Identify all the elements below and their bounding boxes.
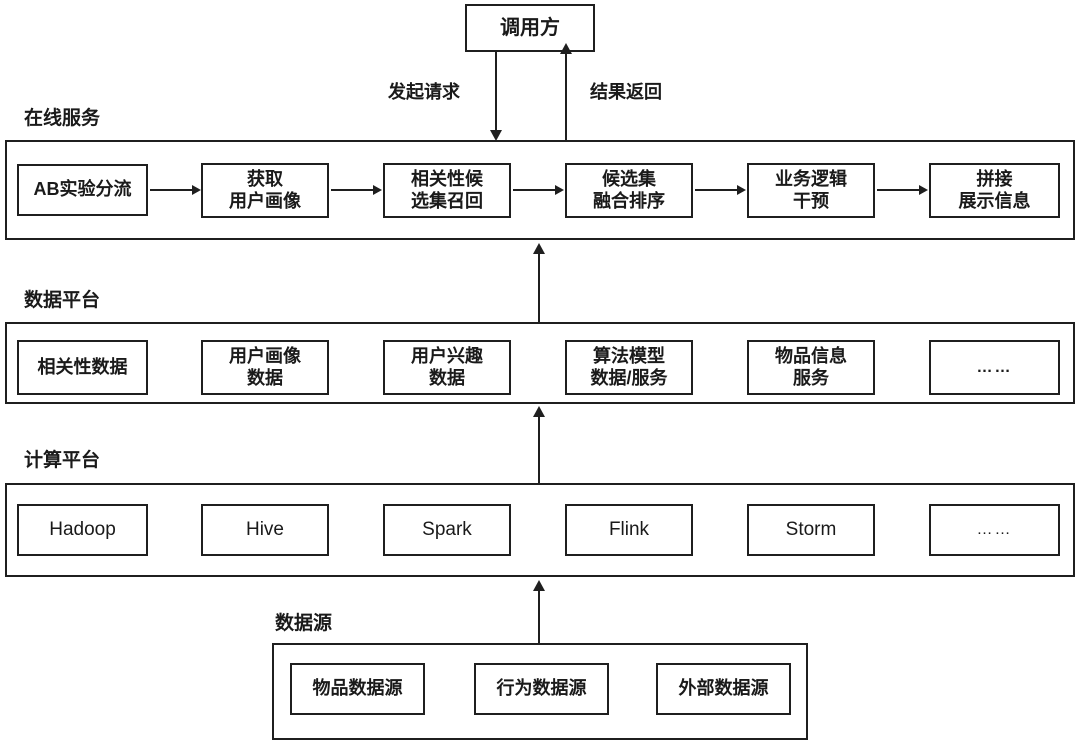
arrow-data-platform-to-online-service: [533, 243, 545, 322]
node-fetch-user-profile[interactable]: 获取 用户画像: [201, 163, 329, 218]
arrow-profile-to-recall: [331, 185, 382, 195]
node-external-data-source[interactable]: 外部数据源: [656, 663, 791, 715]
node-hive[interactable]: Hive: [201, 504, 329, 556]
node-item-data-source[interactable]: 物品数据源: [290, 663, 425, 715]
node-label-line-1: 获取: [247, 168, 283, 189]
node-business-logic-intervention[interactable]: 业务逻辑 干预: [747, 163, 875, 218]
node-hadoop[interactable]: Hadoop: [17, 504, 148, 556]
layer-data-platform: [5, 322, 1075, 404]
layer-label-compute-platform: 计算平台: [24, 450, 101, 471]
response-arrow-label: 结果返回: [590, 82, 662, 102]
node-flink[interactable]: Flink: [565, 504, 693, 556]
arrow-recall-to-fusion: [513, 185, 564, 195]
node-label: Hadoop: [49, 519, 116, 541]
node-user-profile-data[interactable]: 用户画像 数据: [201, 340, 329, 395]
node-label: 行为数据源: [496, 678, 587, 699]
node-label: Storm: [785, 519, 837, 541]
node-assemble-display-info[interactable]: 拼接 展示信息: [929, 163, 1060, 218]
node-algorithm-model-data-service[interactable]: 算法模型 数据/服务: [565, 340, 693, 395]
arrow-compute-platform-to-data-platform: [533, 406, 545, 483]
node-label-line-2: 展示信息: [958, 190, 1031, 211]
layer-label-data-platform: 数据平台: [24, 290, 101, 311]
node-label-line-2: 数据/服务: [590, 367, 668, 388]
node-label-line-1: 用户画像: [229, 345, 301, 366]
layer-label-data-source: 数据源: [275, 613, 333, 634]
layer-label-online-service: 在线服务: [24, 108, 101, 129]
request-arrow: [490, 52, 502, 141]
request-arrow-label: 发起请求: [388, 82, 460, 102]
node-relevance-candidate-recall[interactable]: 相关性候 选集召回: [383, 163, 511, 218]
node-ab-experiment-split[interactable]: AB实验分流: [17, 164, 148, 216]
node-label: 物品数据源: [312, 678, 403, 699]
node-label: Spark: [422, 519, 472, 541]
node-label: AB实验分流: [33, 179, 132, 200]
node-label-line-1: 算法模型: [593, 345, 665, 366]
node-caller[interactable]: 调用方: [465, 4, 595, 52]
node-label-line-2: 服务: [793, 367, 829, 388]
arrow-business-logic-to-assemble: [877, 185, 928, 195]
node-label: Flink: [608, 519, 650, 541]
node-label-line-1: 物品信息: [775, 345, 847, 366]
node-label: 调用方: [500, 16, 560, 39]
node-data-platform-more[interactable]: ……: [929, 340, 1060, 395]
response-arrow: [560, 43, 572, 140]
node-label-line-1: 业务逻辑: [775, 168, 847, 189]
node-label-line-2: 数据: [247, 367, 283, 388]
node-label: 相关性数据: [37, 356, 128, 377]
layer-compute-platform: [5, 483, 1075, 577]
node-label-line-1: 候选集: [602, 168, 656, 189]
node-label-line-1: 拼接: [976, 168, 1013, 189]
node-label-line-2: 用户画像: [229, 190, 301, 211]
node-relevance-data[interactable]: 相关性数据: [17, 340, 148, 395]
node-storm[interactable]: Storm: [747, 504, 875, 556]
node-label: Hive: [245, 519, 284, 541]
node-compute-platform-more[interactable]: ……: [929, 504, 1060, 556]
node-label-line-2: 数据: [429, 367, 465, 388]
node-spark[interactable]: Spark: [383, 504, 511, 556]
node-label-line-1: 相关性候: [411, 168, 483, 189]
node-user-interest-data[interactable]: 用户兴趣 数据: [383, 340, 511, 395]
node-label: ……: [976, 358, 1013, 376]
node-label: ……: [976, 521, 1013, 539]
node-label-line-2: 融合排序: [593, 190, 665, 211]
node-behavior-data-source[interactable]: 行为数据源: [474, 663, 609, 715]
arrow-ab-to-profile: [150, 185, 201, 195]
node-label-line-2: 干预: [793, 190, 829, 211]
node-item-info-service[interactable]: 物品信息 服务: [747, 340, 875, 395]
arrow-data-source-to-compute-platform: [533, 580, 545, 643]
node-candidate-fusion-ranking[interactable]: 候选集 融合排序: [565, 163, 693, 218]
node-label-line-2: 选集召回: [411, 190, 483, 211]
arrow-fusion-to-business-logic: [695, 185, 746, 195]
node-label: 外部数据源: [678, 678, 769, 699]
node-label-line-1: 用户兴趣: [411, 345, 483, 366]
